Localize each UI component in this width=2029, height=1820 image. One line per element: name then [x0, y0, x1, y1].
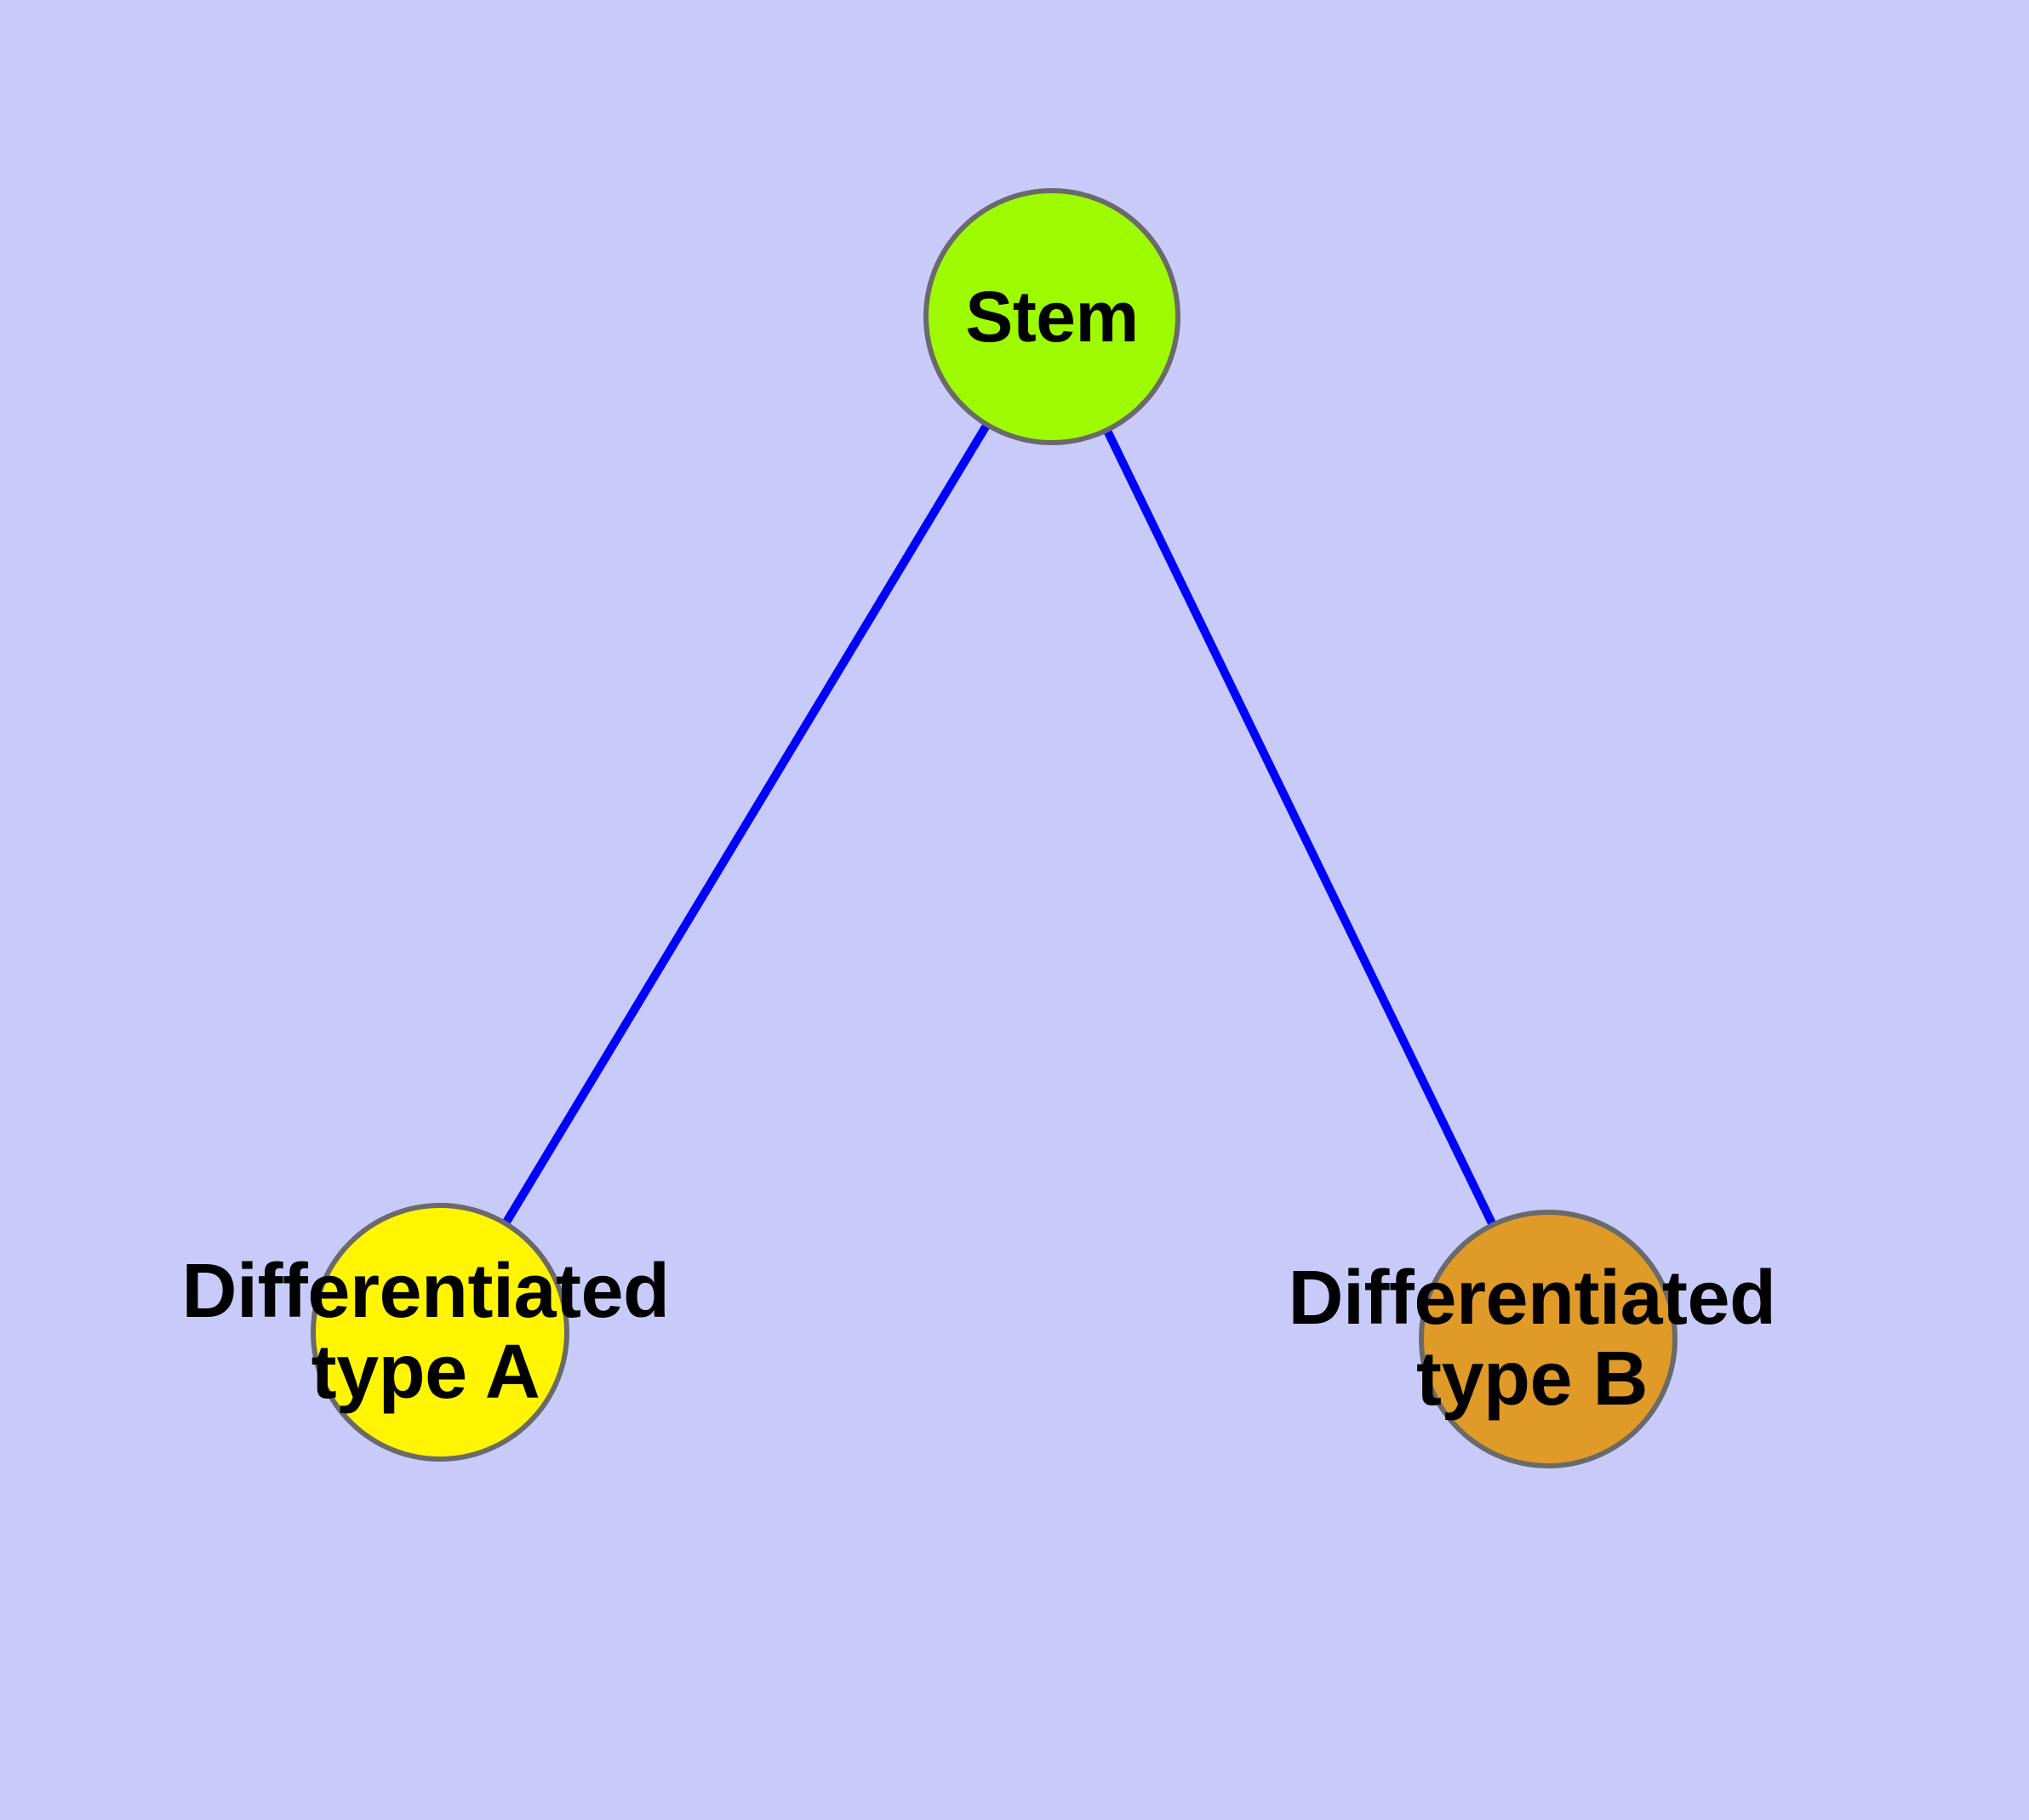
node-layer — [311, 188, 1677, 1468]
node-differentiated-type-a[interactable] — [311, 1203, 569, 1462]
edge-stem-to-differentiated-type-b[interactable] — [1048, 314, 1552, 1342]
node-differentiated-type-b[interactable] — [1419, 1210, 1677, 1468]
edge-layer — [436, 314, 1552, 1342]
edge-stem-to-differentiated-type-a[interactable] — [436, 314, 1056, 1335]
node-stem[interactable] — [923, 188, 1180, 445]
